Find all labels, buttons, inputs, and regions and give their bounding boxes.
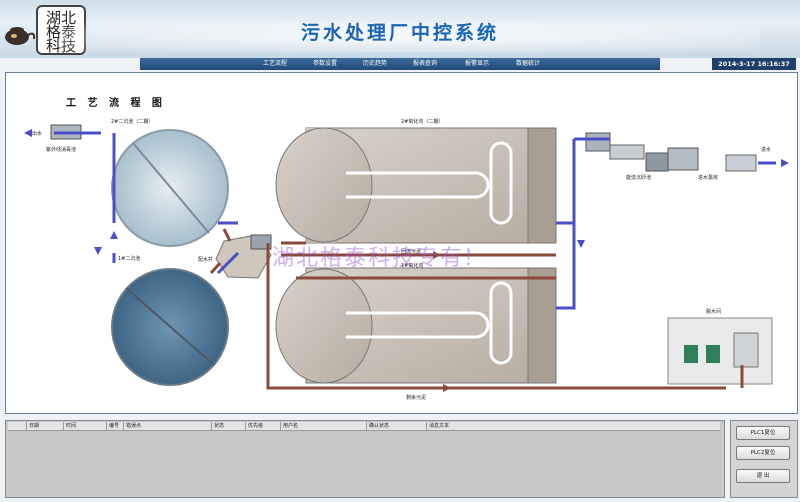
label-excess-sludge: 剩余污泥 xyxy=(406,394,426,401)
plc2-reset-button[interactable]: PLC2复位 xyxy=(736,446,790,460)
logo-teapot-icon xyxy=(5,27,36,45)
label-inlet: 进水 xyxy=(761,146,771,153)
col-username: 用户名 xyxy=(280,422,340,430)
col-error-point: 错误点 xyxy=(123,422,211,430)
tab-reports[interactable]: 报表查询 xyxy=(412,60,437,67)
tab-statistics[interactable]: 数据统计 xyxy=(515,60,540,67)
app-title: 污水处理厂中控系统 xyxy=(300,22,499,44)
col-message: 消息文本 xyxy=(426,422,720,430)
alarm-table-header: 日期 时间 编号 错误点 状态 优先级 用户名 确认状态 消息文本 xyxy=(8,422,720,431)
col-time: 时间 xyxy=(63,422,105,430)
grit-chamber xyxy=(585,132,611,152)
process-diagram: 出水 紫外线消毒池 2#二沉池（二期） 1#二沉池 配水井 2#氧化沟（二期） … xyxy=(24,118,789,401)
pump-house xyxy=(667,147,699,171)
label-clarifier-1: 1#二沉池 xyxy=(118,255,140,262)
label-dewatering: 脱水间 xyxy=(706,308,721,315)
label-oxidation-2: 2#氧化沟（二期） xyxy=(401,118,443,125)
process-heading: 工 艺 流 程 图 xyxy=(66,98,166,109)
header-banner: 湖北 格泰 科技 污水处理厂中控系统 xyxy=(0,0,800,58)
exit-button[interactable]: 退 出 xyxy=(736,469,790,483)
tab-alarms[interactable]: 报警显示 xyxy=(464,60,489,67)
label-grit: 旋流沉砂池 xyxy=(626,174,651,181)
plc1-reset-button[interactable]: PLC1复位 xyxy=(736,426,790,440)
alarm-table[interactable]: 日期 时间 编号 错误点 状态 优先级 用户名 确认状态 消息文本 xyxy=(5,420,725,498)
tab-history[interactable]: 历史趋势 xyxy=(362,60,387,67)
label-oxidation-1: 1#氧化沟 xyxy=(401,262,423,269)
control-panel: PLC1复位 PLC2复位 退 出 xyxy=(730,420,798,498)
process-panel: 工 艺 流 程 图 xyxy=(5,72,798,414)
label-distribution-well: 配水井 xyxy=(198,256,213,263)
tab-process[interactable]: 工艺流程 xyxy=(262,60,287,67)
col-date: 日期 xyxy=(26,422,58,430)
col-priority: 优先级 xyxy=(245,422,277,430)
label-clarifier-2: 2#二沉池（二期） xyxy=(111,118,153,125)
watermark-text: 湖北格泰科技专有! xyxy=(272,246,475,271)
label-return-sludge: 回流污泥 xyxy=(401,248,421,255)
col-confirm-status: 确认状态 xyxy=(366,422,400,430)
label-uv: 紫外线消毒池 xyxy=(46,146,76,153)
col-status: 状态 xyxy=(211,422,241,430)
datetime-display: 2014-3-17 16:16:37 xyxy=(712,58,796,70)
nav-bar: 工艺流程 参数设置 历史趋势 报表查询 报警显示 数据统计 xyxy=(140,58,660,70)
label-pump-house: 进水泵房 xyxy=(698,174,718,181)
tab-params[interactable]: 参数设置 xyxy=(312,60,337,67)
label-outlet: 出水 xyxy=(32,130,42,137)
col-id: 编号 xyxy=(106,422,122,430)
